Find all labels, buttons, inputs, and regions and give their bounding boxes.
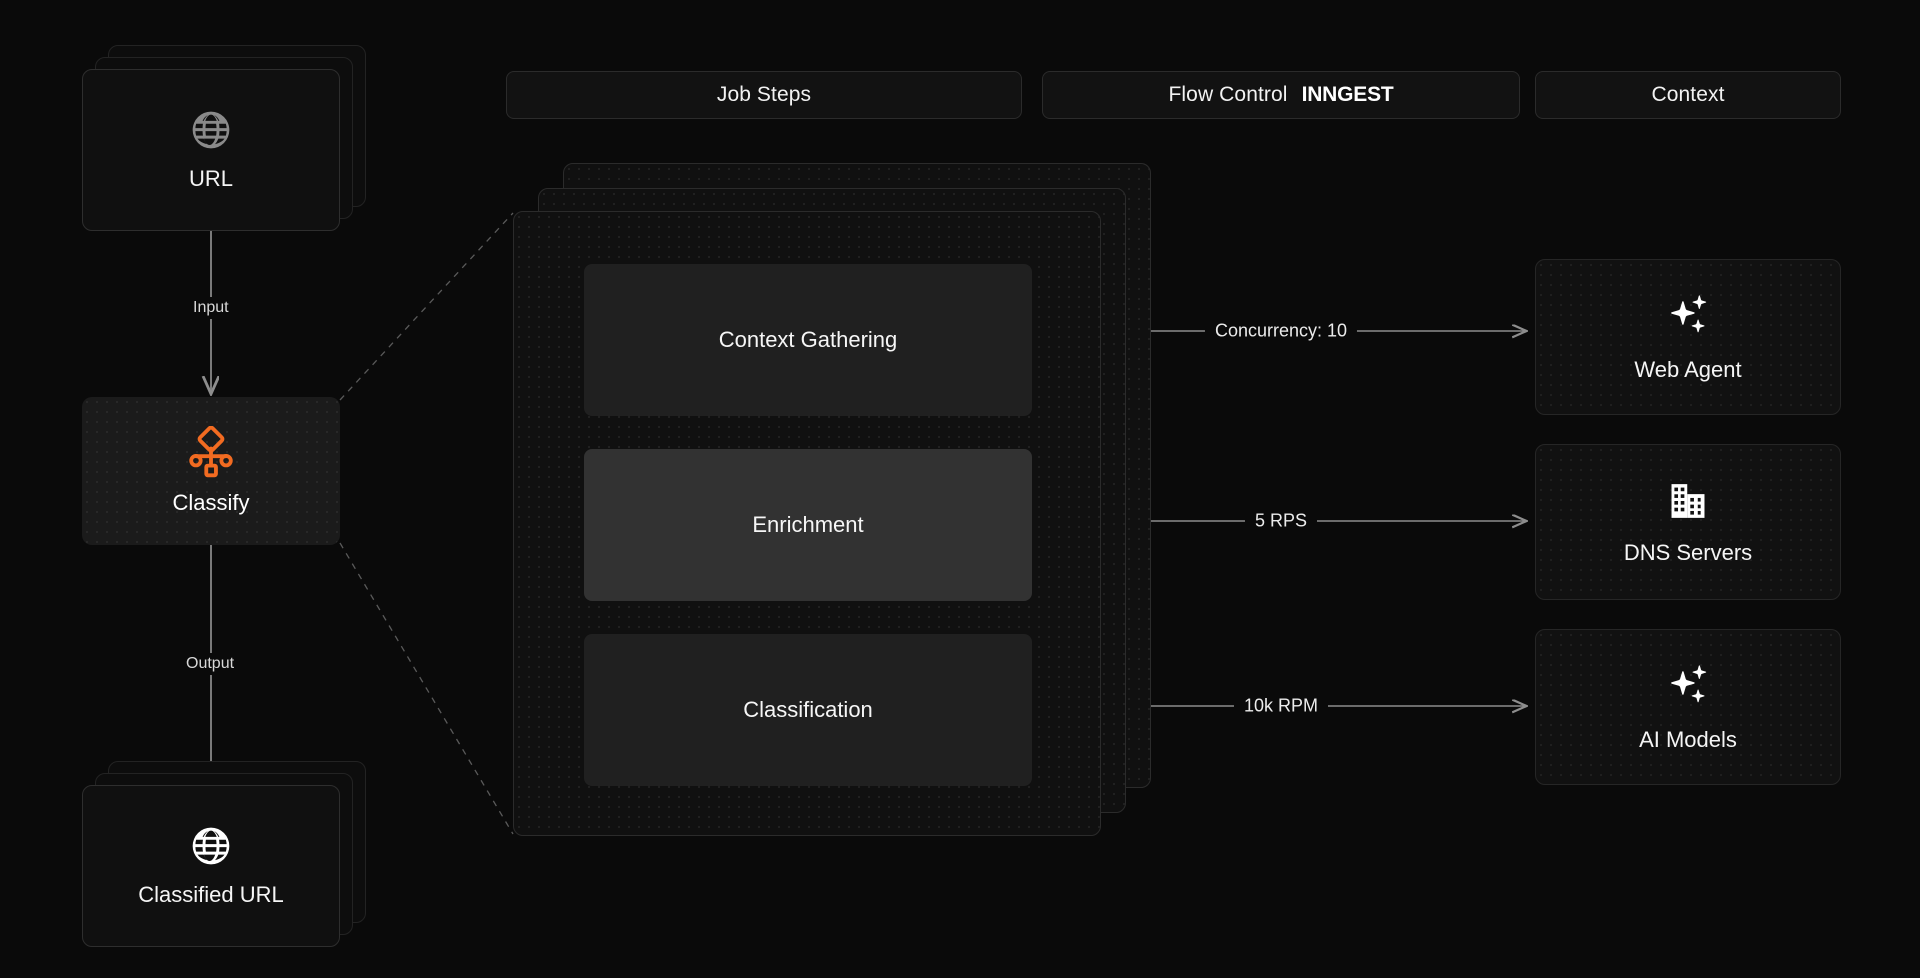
node-url[interactable]: URL [82,69,340,231]
context-card-label: Web Agent [1634,357,1742,382]
step-card-label: Enrichment [752,512,864,537]
column-header-context-label: Context [1651,83,1725,106]
context-card-dns-servers[interactable]: DNS Servers [1535,444,1841,600]
globe-icon [192,111,230,149]
expand-line-top [339,212,514,401]
flow-control-label-concurrency: Concurrency: 10 [1204,319,1358,343]
column-header-flow-control-label: Flow Control [1168,83,1288,106]
node-classify[interactable]: Classify [82,397,340,545]
column-header-job-steps: Job Steps [506,71,1022,119]
flow-control-label-rps: 5 RPS [1244,509,1318,533]
globe-icon [192,827,230,865]
step-card-context-gathering[interactable]: Context Gathering [584,264,1032,416]
edge-label-input: Input [185,297,237,319]
step-card-label: Classification [743,697,873,722]
context-card-web-agent[interactable]: Web Agent [1535,259,1841,415]
column-header-job-steps-label: Job Steps [716,83,812,106]
step-card-label: Context Gathering [718,327,898,352]
column-header-context: Context [1535,71,1841,119]
context-card-label: AI Models [1639,727,1737,752]
step-card-classification[interactable]: Classification [584,634,1032,786]
sparkles-icon [1671,665,1707,703]
classify-workflow-icon [189,426,233,478]
node-classify-label: Classify [172,490,250,515]
steps-panel: Context Gathering Enrichment Classificat… [513,211,1101,836]
node-classified-url-label: Classified URL [138,882,284,907]
node-classified-url[interactable]: Classified URL [82,785,340,947]
sparkles-icon [1671,295,1707,333]
step-card-enrichment[interactable]: Enrichment [584,449,1032,601]
building-icon [1671,484,1705,518]
node-url-label: URL [188,166,233,191]
flow-control-label-rpm: 10k RPM [1233,694,1329,718]
context-card-label: DNS Servers [1623,540,1753,565]
edge-label-output: Output [178,653,243,675]
inngest-logo: INNGEST [1301,83,1394,106]
column-header-flow-control: Flow Control INNGEST [1042,71,1520,119]
context-card-ai-models[interactable]: AI Models [1535,629,1841,785]
